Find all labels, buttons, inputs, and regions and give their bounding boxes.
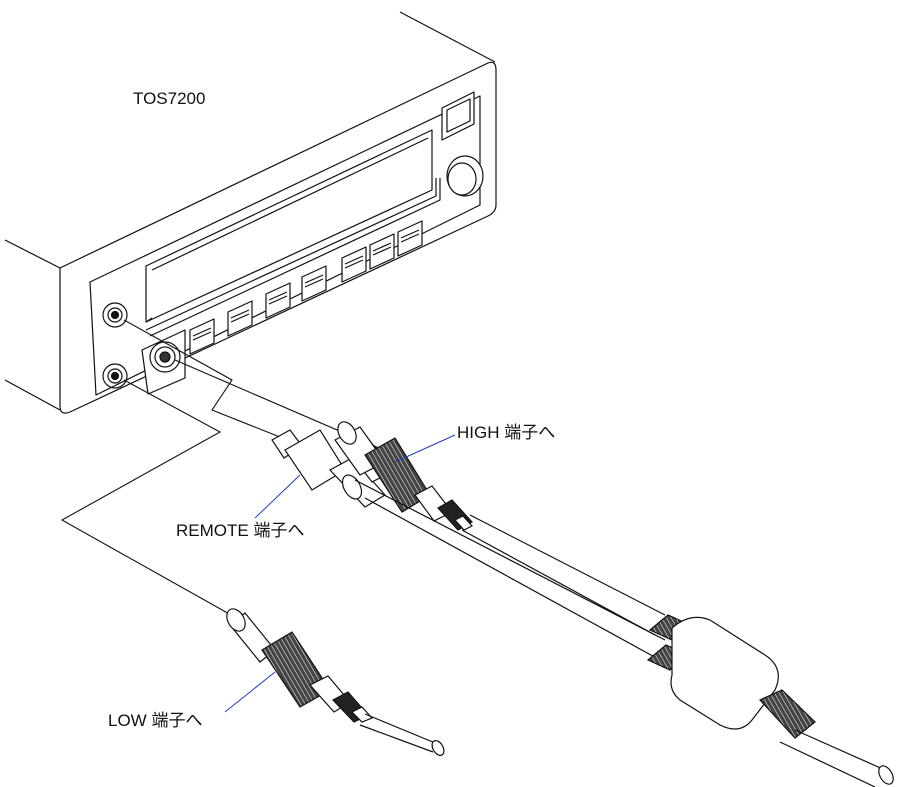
power-switch	[441, 91, 475, 141]
rotary-knob	[446, 155, 484, 197]
junction-box	[646, 614, 894, 787]
low-probe	[226, 608, 445, 756]
display-window	[145, 129, 433, 323]
remote-socket	[141, 329, 186, 395]
remote-terminal-callout: REMOTE 端子へ	[176, 521, 305, 540]
tos7200-device	[4, 11, 497, 414]
high-terminal-callout: HIGH 端子へ	[457, 423, 556, 442]
low-jack	[102, 363, 128, 389]
cables	[354, 479, 666, 661]
high-leader-line	[394, 434, 456, 463]
device-model-label: TOS7200	[133, 89, 206, 108]
low-leader-line	[224, 671, 276, 713]
button-row	[189, 220, 423, 355]
high-probe	[334, 421, 473, 531]
low-terminal-callout: LOW 端子へ	[108, 711, 203, 730]
remote-leader-line	[254, 474, 301, 519]
leader-lines	[224, 434, 456, 713]
high-jack	[102, 302, 128, 328]
